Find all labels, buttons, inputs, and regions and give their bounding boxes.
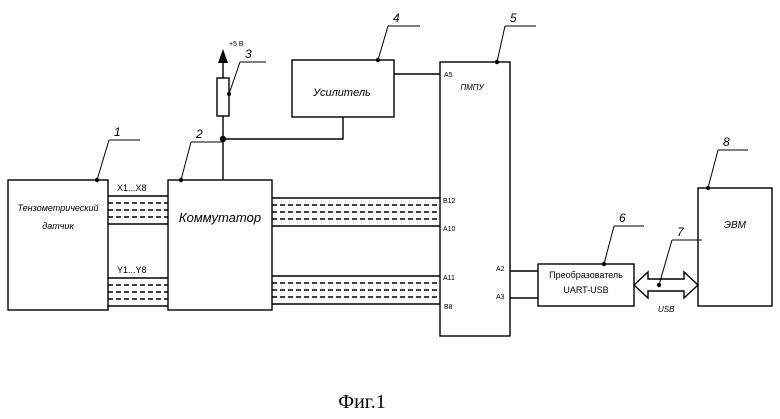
callout-8-number: 8 (723, 135, 730, 149)
callout-5 (495, 26, 536, 64)
sensor-block (8, 180, 108, 310)
pmpu-label: ПМПУ (460, 83, 484, 92)
pin-b8-label: B8 (444, 304, 453, 311)
resistor (217, 78, 229, 116)
commutator-label: Коммутатор (179, 210, 261, 225)
evm-block (698, 188, 772, 306)
bus-y-sensor-commutator (108, 278, 168, 306)
evm-label: ЭВМ (724, 220, 747, 231)
commutator-block (168, 180, 272, 310)
bus-y-commutator-pmpu (272, 276, 440, 304)
pin-a5-label: A5 (444, 72, 453, 79)
pin-a11-label: A11 (443, 275, 455, 282)
supply-arrow (218, 49, 228, 78)
callout-2 (179, 142, 222, 182)
callout-5-number: 5 (510, 11, 517, 25)
callout-1-number: 1 (114, 125, 121, 139)
callout-4 (376, 26, 420, 62)
callout-8 (706, 150, 748, 190)
bus-x-sensor-commutator (108, 196, 168, 224)
pin-a3-label: A3 (496, 294, 505, 301)
usb-double-arrow (634, 272, 698, 298)
callout-1 (95, 140, 140, 182)
pin-b12-label: B12 (443, 198, 456, 205)
callout-3-number: 3 (245, 47, 252, 61)
sensor-label-line2: датчик (42, 221, 74, 231)
node-to-amplifier (223, 117, 343, 139)
callout-3 (227, 62, 266, 96)
bus-x-label: X1...X8 (117, 183, 147, 193)
converter-label-line2: UART-USB (563, 285, 608, 295)
pin-a2-label: A2 (496, 266, 505, 273)
bus-y-label: Y1...Y8 (117, 265, 147, 275)
bus-x-commutator-pmpu (272, 198, 440, 226)
callout-4-number: 4 (393, 11, 400, 25)
figure-caption: Фиг.1 (338, 391, 385, 413)
sensor-label-line1: Тензометрический (17, 203, 98, 213)
pin-a10-label: A10 (443, 226, 456, 233)
supply-label: +5 В (229, 41, 244, 48)
callout-6-number: 6 (619, 211, 626, 225)
callout-2-number: 2 (195, 127, 203, 141)
converter-label-line1: Преобразователь (549, 270, 623, 280)
usb-label: USB (658, 305, 675, 314)
callout-7-number: 7 (677, 225, 685, 239)
amplifier-label: Усилитель (312, 87, 371, 99)
callout-6 (602, 226, 644, 266)
